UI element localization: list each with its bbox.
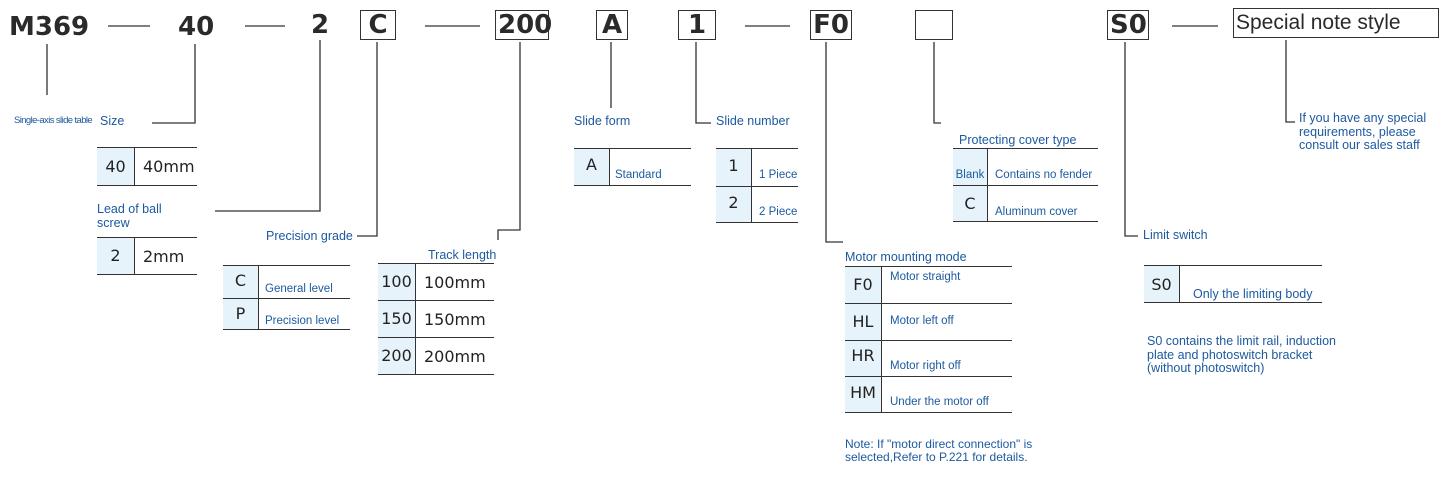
slide-form-table-top xyxy=(574,148,691,149)
lead-label: Lead of ball screw xyxy=(97,202,162,230)
motor-table-top xyxy=(845,266,1012,267)
slide-number-table-top xyxy=(716,148,798,149)
size-code: 40 xyxy=(178,12,215,42)
track-row: 200 200mm xyxy=(378,338,494,375)
lead-table-top xyxy=(97,237,197,238)
slide-form-code: A xyxy=(596,10,628,40)
cover-label: Protecting cover type xyxy=(959,133,1077,147)
track-row: 100 100mm xyxy=(378,264,494,301)
precision-code: C xyxy=(360,10,396,40)
slide-number-row-code: 1 xyxy=(716,149,752,186)
size-label: Size xyxy=(100,114,125,128)
track-row-desc: 150mm xyxy=(424,310,486,329)
precision-row-desc: General level xyxy=(265,283,333,295)
slide-number-row-desc: 1 Piece xyxy=(759,169,798,181)
precision-row: C General level xyxy=(223,266,350,299)
track-row: 150 150mm xyxy=(378,301,494,338)
size-row: 40 40mm xyxy=(97,148,197,186)
slide-number-row: 1 1 Piece xyxy=(716,149,798,187)
limit-code: S0 xyxy=(1107,10,1149,40)
slide-form-label: Slide form xyxy=(574,114,631,128)
model-code: M369 xyxy=(9,12,90,42)
track-label: Track length xyxy=(428,248,497,262)
limit-label: Limit switch xyxy=(1143,228,1208,242)
slide-number-row-desc: 2 Piece xyxy=(759,206,798,218)
motor-row-code: HR xyxy=(845,341,882,376)
motor-row-desc: Motor right off xyxy=(890,360,961,372)
motor-row: F0 Motor straight xyxy=(845,267,1012,304)
size-table-top xyxy=(97,147,197,148)
motor-row-desc: Under the motor off xyxy=(890,396,989,408)
lead-row: 2 2mm xyxy=(97,238,197,275)
lead-row-code: 2 xyxy=(97,238,135,274)
cover-row: Blank Contains no fender xyxy=(953,149,1098,186)
track-row-code: 100 xyxy=(378,264,416,300)
slide-form-row: A Standard xyxy=(574,149,691,186)
precision-row-desc: Precision level xyxy=(265,315,340,327)
motor-row: HM Under the motor off xyxy=(845,377,1012,413)
precision-label: Precision grade xyxy=(266,229,353,243)
model-label: Single-axis slide table xyxy=(14,115,93,126)
track-row-code: 200 xyxy=(378,338,416,374)
precision-row-code: P xyxy=(223,299,259,329)
slide-number-code: 1 xyxy=(678,10,716,40)
limit-row-desc: Only the limiting body xyxy=(1193,287,1313,301)
track-table-top xyxy=(378,263,494,264)
slide-number-label: Slide number xyxy=(716,114,790,128)
limit-row-code: S0 xyxy=(1144,266,1180,302)
cover-row-desc: Contains no fender xyxy=(995,169,1093,181)
motor-note: Note: If "motor direct connection" is se… xyxy=(845,437,1033,464)
track-row-desc: 100mm xyxy=(424,273,486,292)
special-label: If you have any special requirements, pl… xyxy=(1299,111,1427,152)
slide-form-row-desc: Standard xyxy=(615,169,662,181)
cover-row-code: C xyxy=(953,186,988,221)
track-row-desc: 200mm xyxy=(424,347,486,366)
motor-row-code: HM xyxy=(845,377,882,412)
cover-code xyxy=(915,10,953,40)
size-row-code: 40 xyxy=(97,148,135,185)
motor-row-code: HL xyxy=(845,304,882,340)
lead-code: 2 xyxy=(311,10,330,40)
motor-mount-code: F0 xyxy=(810,10,852,40)
motor-row: HL Motor left off xyxy=(845,304,1012,341)
limit-table-top xyxy=(1144,265,1322,266)
cover-row-desc: Aluminum cover xyxy=(995,206,1078,218)
precision-table-top xyxy=(223,265,350,266)
motor-row-code: F0 xyxy=(845,267,882,303)
slide-number-row: 2 2 Piece xyxy=(716,187,798,223)
special-note-style: Special note style xyxy=(1233,8,1439,38)
cover-row-code: Blank xyxy=(953,149,988,185)
precision-row-code: C xyxy=(223,266,259,298)
cover-table-top xyxy=(953,148,1098,149)
size-row-desc: 40mm xyxy=(143,157,195,176)
motor-row: HR Motor right off xyxy=(845,341,1012,377)
motor-row-desc: Motor left off xyxy=(890,315,954,327)
length-code: 200 xyxy=(495,10,552,40)
slide-form-row-code: A xyxy=(574,149,610,185)
precision-row: P Precision level xyxy=(223,299,350,330)
cover-row: C Aluminum cover xyxy=(953,186,1098,222)
lead-row-desc: 2mm xyxy=(143,247,185,266)
motor-row-desc: Motor straight xyxy=(890,271,961,283)
limit-note: S0 contains the limit rail, induction pl… xyxy=(1147,334,1336,375)
track-row-code: 150 xyxy=(378,301,416,337)
limit-row: S0 Only the limiting body xyxy=(1144,266,1322,303)
slide-number-row-code: 2 xyxy=(716,187,752,222)
motor-label: Motor mounting mode xyxy=(845,250,967,264)
